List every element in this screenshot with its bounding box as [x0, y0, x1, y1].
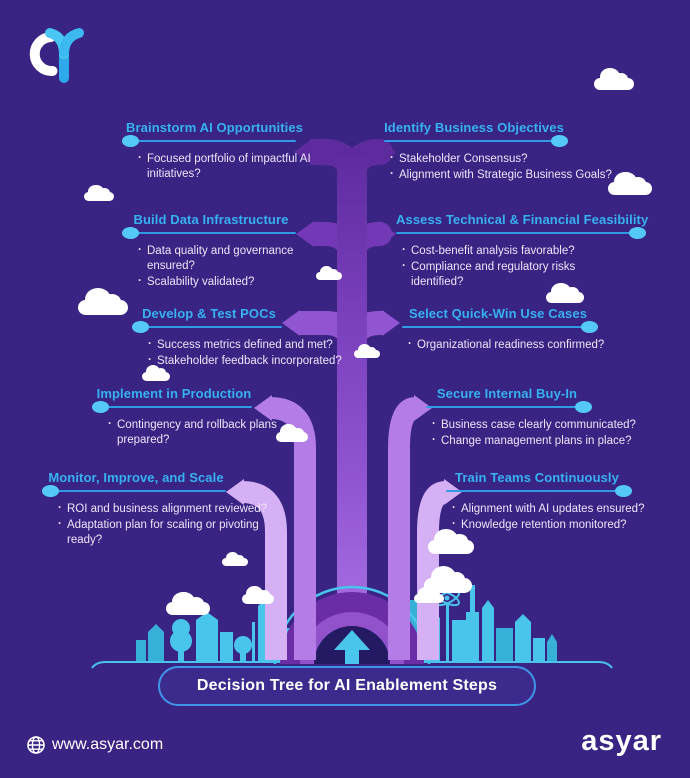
diamond-endpoint-icon — [615, 485, 632, 497]
connector-line — [402, 321, 598, 333]
step-questions: ROI and business alignment reviewed? Ada… — [58, 501, 293, 549]
step-title: Monitor, Improve, and Scale — [48, 470, 224, 485]
step-title: Develop & Test POCs — [142, 306, 276, 321]
step-assess-feasibility: Assess Technical & Financial Feasibility… — [396, 212, 649, 292]
cloud-icon — [414, 586, 444, 603]
diamond-endpoint-icon — [132, 321, 149, 333]
step-questions: Success metrics defined and met? Stakeho… — [148, 337, 363, 369]
step-title: Implement in Production — [96, 386, 252, 401]
connector-line — [132, 321, 282, 333]
step-title: Build Data Infrastructure — [133, 212, 289, 227]
bullet-item: Alignment with AI updates ensured? — [452, 501, 690, 517]
diamond-endpoint-icon — [42, 485, 59, 497]
step-questions: Stakeholder Consensus? Alignment with St… — [390, 151, 630, 183]
logo-y-right-arm — [59, 28, 84, 57]
cloud-icon — [546, 283, 584, 303]
connector-line — [122, 227, 296, 239]
bullet-item: Cost-benefit analysis favorable? — [402, 243, 617, 259]
bullet-item: Compliance and regulatory risks identifi… — [402, 259, 617, 290]
step-title: Identify Business Objectives — [384, 120, 564, 135]
step-build-data-infrastructure: Build Data Infrastructure Data quality a… — [122, 212, 318, 292]
step-questions: Alignment with AI updates ensured? Knowl… — [452, 501, 690, 533]
step-monitor-improve-scale: Monitor, Improve, and Scale ROI and busi… — [42, 470, 293, 550]
step-identify-business-objectives: Identify Business Objectives Stakeholder… — [384, 120, 630, 184]
step-questions: Cost-benefit analysis favorable? Complia… — [402, 243, 617, 291]
cloud-icon — [222, 551, 248, 566]
step-title: Select Quick-Win Use Cases — [408, 306, 588, 321]
step-title: Brainstorm AI Opportunities — [126, 120, 304, 135]
diamond-endpoint-icon — [575, 401, 592, 413]
bullet-item: Business case clearly communicated? — [432, 417, 672, 433]
connector-line — [42, 485, 226, 497]
globe-icon — [27, 736, 45, 754]
connector-line — [396, 227, 646, 239]
step-develop-test-pocs: Develop & Test POCs Success metrics defi… — [132, 306, 363, 370]
page-title: Decision Tree for AI Enablement Steps — [196, 677, 498, 694]
bullet-item: Contingency and rollback plans prepared? — [108, 417, 278, 448]
bullet-item: Stakeholder Consensus? — [390, 151, 630, 167]
diamond-endpoint-icon — [92, 401, 109, 413]
cloud-icon — [276, 424, 308, 442]
bullet-item: Success metrics defined and met? — [148, 337, 363, 353]
step-secure-internal-buy-in: Secure Internal Buy-In Business case cle… — [426, 386, 672, 450]
connector-line — [122, 135, 296, 147]
step-title: Secure Internal Buy-In — [436, 386, 578, 401]
step-title: Assess Technical & Financial Feasibility — [396, 212, 649, 227]
step-title: Train Teams Continuously — [455, 470, 619, 485]
connector-line — [384, 135, 568, 147]
bullet-item: Focused portfolio of impactful AI initia… — [138, 151, 328, 182]
tree-trunk — [337, 150, 367, 626]
bullet-item: Organizational readiness confirmed? — [408, 337, 648, 353]
cloud-icon — [142, 364, 170, 381]
cloud-icon — [428, 528, 474, 554]
step-questions: Focused portfolio of impactful AI initia… — [138, 151, 328, 182]
cloud-icon — [594, 68, 634, 90]
connector-line — [92, 401, 252, 413]
diamond-endpoint-icon — [122, 227, 139, 239]
logo-c-shape — [29, 32, 58, 76]
bullet-item: Change management plans in place? — [432, 433, 672, 449]
asyar-logo-mark — [29, 28, 84, 83]
step-questions: Organizational readiness confirmed? — [408, 337, 648, 353]
step-questions: Data quality and governance ensured? Sca… — [138, 243, 318, 291]
step-select-quick-win-use-cases: Select Quick-Win Use Cases Organizationa… — [402, 306, 648, 354]
website-url: www.asyar.com — [52, 736, 164, 753]
cloud-icon — [424, 566, 472, 593]
bullet-item: ROI and business alignment reviewed? — [58, 501, 293, 517]
up-arrow-icon — [334, 630, 370, 664]
cloud-icon — [166, 591, 210, 615]
diamond-endpoint-icon — [122, 135, 139, 147]
bullet-item: Knowledge retention monitored? — [452, 517, 690, 533]
cloud-icon — [84, 184, 114, 201]
bullet-item: Stakeholder feedback incorporated? — [148, 353, 363, 369]
bullet-item: Data quality and governance ensured? — [138, 243, 318, 274]
diamond-endpoint-icon — [551, 135, 568, 147]
diamond-endpoint-icon — [629, 227, 646, 239]
bullet-item: Alignment with Strategic Business Goals? — [390, 167, 630, 183]
cloud-icon — [242, 586, 274, 604]
step-train-teams-continuously: Train Teams Continuously Alignment with … — [446, 470, 690, 534]
step-questions: Business case clearly communicated? Chan… — [432, 417, 672, 449]
title-banner: Decision Tree for AI Enablement Steps — [158, 666, 536, 706]
asyar-wordmark: asyar — [581, 725, 662, 757]
diamond-endpoint-icon — [581, 321, 598, 333]
bullet-item: Scalability validated? — [138, 274, 318, 290]
step-implement-in-production: Implement in Production Contingency and … — [92, 386, 278, 449]
cloud-icon — [316, 265, 342, 280]
step-brainstorm-ai-opportunities: Brainstorm AI Opportunities Focused port… — [122, 120, 328, 183]
branch-level-4 — [254, 395, 432, 660]
connector-line — [426, 401, 592, 413]
bullet-item: Adaptation plan for scaling or pivoting … — [58, 517, 293, 548]
cloud-icon — [78, 288, 128, 315]
step-questions: Contingency and rollback plans prepared? — [108, 417, 278, 448]
connector-line — [446, 485, 632, 497]
